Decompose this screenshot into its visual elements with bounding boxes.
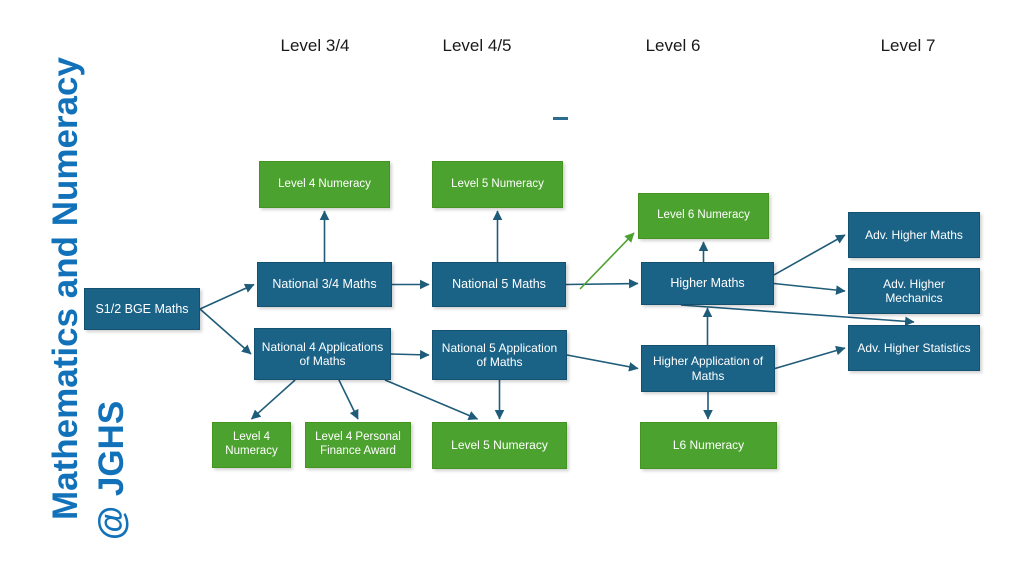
column-header-4: Level 7 bbox=[880, 36, 936, 55]
connector bbox=[579, 232, 635, 290]
node-national-5-application-of-maths[interactable]: National 5 Application of Maths bbox=[432, 330, 567, 380]
node-adv-higher-mechanics[interactable]: Adv. Higher Mechanics bbox=[848, 268, 980, 314]
node-label: Level 4 Numeracy bbox=[278, 177, 371, 190]
stray-dash-mark bbox=[553, 117, 568, 120]
node-label: Level 4 Numeracy bbox=[225, 431, 278, 457]
node-label: Level 6 Numeracy bbox=[657, 209, 750, 222]
connector bbox=[566, 354, 639, 372]
node-level-5-numeracy-bottom[interactable]: Level 5 Numeracy bbox=[432, 422, 567, 469]
title-line-2: @ JGHS bbox=[92, 400, 131, 540]
node-level-6-numeracy[interactable]: Level 6 Numeracy bbox=[638, 193, 769, 239]
node-s12-bge-maths[interactable]: S1/2 BGE Maths bbox=[84, 288, 200, 330]
node-label: Higher Application of Maths bbox=[652, 354, 764, 383]
node-label: Level 4 Personal Finance Award bbox=[315, 431, 401, 457]
node-label: S1/2 BGE Maths bbox=[95, 301, 189, 316]
node-label: Adv. Higher Statistics bbox=[857, 340, 971, 355]
connector bbox=[338, 379, 359, 420]
connector bbox=[199, 308, 252, 355]
connector bbox=[199, 283, 255, 310]
title-line-1: Mathematics and Numeracy bbox=[46, 57, 85, 520]
connector bbox=[565, 278, 639, 289]
node-label: Adv. Higher Mechanics bbox=[883, 276, 945, 305]
node-l6-numeracy[interactable]: L6 Numeracy bbox=[640, 422, 777, 469]
node-label: Higher Maths bbox=[670, 276, 745, 291]
node-higher-maths[interactable]: Higher Maths bbox=[641, 262, 774, 305]
node-label: L6 Numeracy bbox=[672, 438, 745, 453]
node-label: National 5 Maths bbox=[452, 277, 546, 292]
node-adv-higher-maths[interactable]: Adv. Higher Maths bbox=[848, 212, 980, 258]
connector bbox=[774, 345, 846, 370]
node-level-4-numeracy-bottom[interactable]: Level 4 Numeracy bbox=[212, 422, 291, 468]
column-header-3: Level 6 bbox=[645, 36, 701, 55]
node-national-3-4-maths[interactable]: National 3/4 Maths bbox=[257, 262, 392, 307]
node-national-4-applications-of-maths[interactable]: National 4 Applications of Maths bbox=[254, 328, 391, 380]
node-level-5-numeracy-top[interactable]: Level 5 Numeracy bbox=[432, 161, 563, 208]
node-label: Adv. Higher Maths bbox=[865, 227, 963, 242]
column-header-1: Level 3/4 bbox=[280, 36, 350, 55]
node-national-5-maths[interactable]: National 5 Maths bbox=[432, 262, 566, 307]
node-label: Level 5 Numeracy bbox=[451, 438, 548, 453]
connector bbox=[773, 234, 846, 276]
connector bbox=[390, 349, 430, 360]
node-level-4-personal-finance-award[interactable]: Level 4 Personal Finance Award bbox=[305, 422, 411, 468]
connector bbox=[773, 282, 846, 295]
node-higher-application-of-maths[interactable]: Higher Application of Maths bbox=[641, 345, 775, 392]
node-adv-higher-statistics[interactable]: Adv. Higher Statistics bbox=[848, 325, 980, 371]
connector bbox=[250, 379, 296, 420]
node-label: Level 5 Numeracy bbox=[451, 177, 544, 190]
connector bbox=[384, 379, 479, 420]
node-level-4-numeracy-top[interactable]: Level 4 Numeracy bbox=[259, 161, 390, 208]
node-label: National 4 Applications of Maths bbox=[261, 339, 384, 368]
node-label: National 3/4 Maths bbox=[272, 277, 377, 292]
node-label: National 5 Application of Maths bbox=[441, 340, 558, 369]
slide-title: Mathematics and Numeracy @ JGHS bbox=[0, 0, 131, 560]
column-header-2: Level 4/5 bbox=[442, 36, 512, 55]
